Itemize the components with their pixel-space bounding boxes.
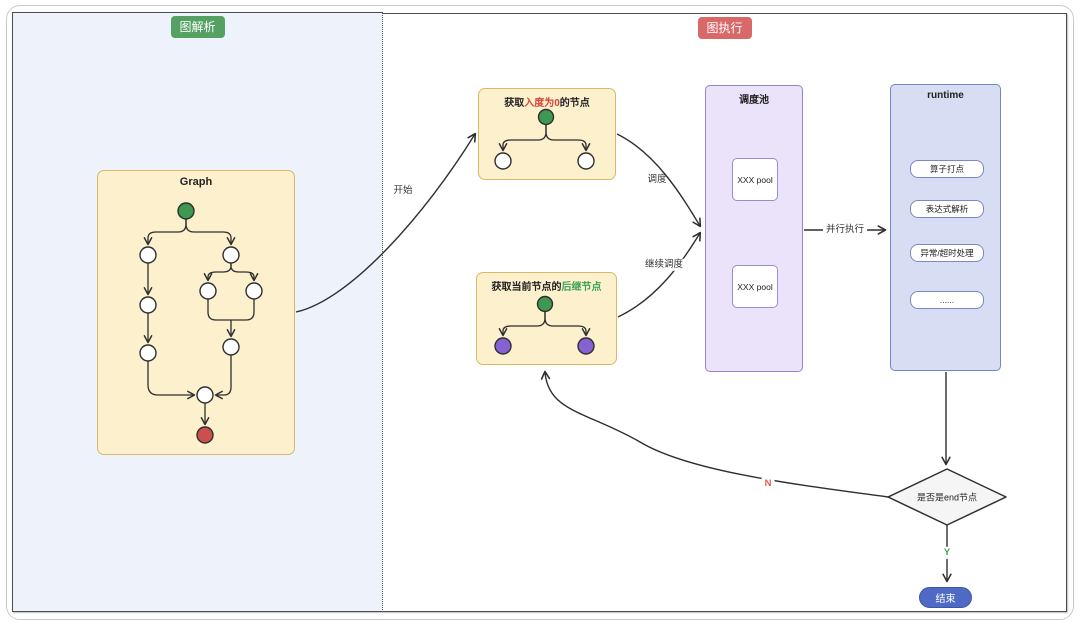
edge-label-no: N — [761, 477, 775, 491]
pool-item-1: XXX pool — [732, 158, 778, 201]
edge-label-schedule: 调度 — [647, 173, 667, 185]
scheduling-pool-box: 调度池 XXX pool XXX pool — [705, 85, 803, 372]
edge-label-parallel-execute: 并行执行 — [822, 223, 868, 237]
get-indegree-zero-box: 获取入度为0的节点 — [478, 88, 616, 180]
edge-label-yes: Y — [940, 546, 954, 560]
runtime-box: runtime 算子打点 表达式解析 异常/超时处理 ...... — [890, 84, 1001, 371]
successor-title-prefix: 获取当前节点的 — [491, 282, 562, 293]
decision-diamond-label: 是否是end节点 — [916, 492, 978, 503]
pool-item-2: XXX pool — [732, 265, 778, 308]
graph-parse-badge: 图解析 — [170, 16, 225, 39]
edge-label-continue-schedule: 继续调度 — [641, 258, 687, 272]
runtime-box-title: runtime — [927, 90, 964, 101]
graph-execute-badge: 图执行 — [697, 17, 752, 40]
indegree-title-highlight: 入度为0 — [524, 98, 560, 109]
runtime-item-exception-timeout: 异常/超时处理 — [910, 244, 984, 262]
graph-container-box: Graph — [97, 170, 295, 455]
outer-frame — [6, 5, 1074, 620]
pool-box-title: 调度池 — [739, 95, 769, 106]
graph-box-title: Graph — [179, 176, 213, 188]
indegree-box-title: 获取入度为0的节点 — [479, 94, 615, 109]
end-pill: 结束 — [919, 587, 972, 608]
runtime-item-expression-parsing: 表达式解析 — [910, 200, 984, 218]
indegree-title-suffix: 的节点 — [559, 98, 590, 109]
edge-label-start: 开始 — [393, 184, 413, 196]
get-successor-box: 获取当前节点的后继节点 — [476, 272, 617, 365]
runtime-item-operator-tracing: 算子打点 — [910, 160, 984, 178]
successor-box-title: 获取当前节点的后继节点 — [477, 278, 616, 293]
indegree-title-prefix: 获取 — [504, 98, 525, 109]
runtime-item-ellipsis: ...... — [910, 291, 984, 309]
successor-title-highlight: 后继节点 — [561, 282, 602, 293]
